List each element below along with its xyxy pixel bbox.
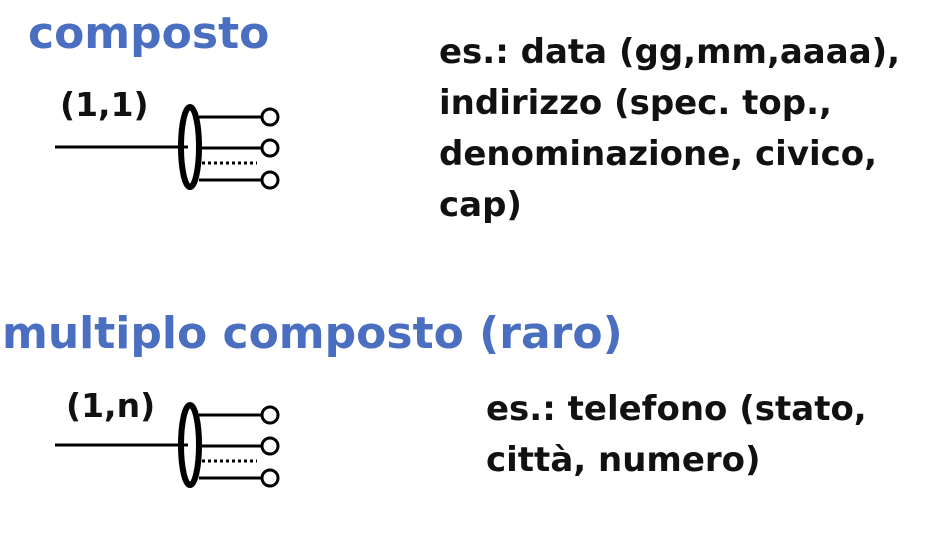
attribute-group-ellipse [178,104,202,190]
composite-attribute-symbol [55,104,280,190]
example-text-composto: es.: data (gg,mm,aaaa), indirizzo (spec.… [439,27,900,231]
example-line: es.: data (gg,mm,aaaa), [439,32,901,72]
example-line: es.: telefono (stato, [486,389,867,429]
cardinality-label: (1,n) [66,386,156,425]
example-line: denominazione, civico, [439,134,878,174]
example-line: città, numero) [486,440,761,480]
sub-attribute-circle [260,436,280,456]
attribute-group-ellipse [178,402,202,488]
example-text-multiplo: es.: telefono (stato, città, numero) [486,384,867,486]
multivalued-composite-attribute-symbol [55,402,280,488]
sub-attribute-circle [260,138,280,158]
sub-attribute-circle [260,405,280,425]
sub-attribute-circle [260,468,280,488]
sub-attribute-circle [260,170,280,190]
cardinality-label: (1,1) [60,85,149,124]
sub-attribute-circle [260,107,280,127]
example-line: cap) [439,185,522,225]
example-line: indirizzo (spec. top., [439,83,832,123]
heading-composto: composto [28,8,270,59]
heading-multiplo-composto: multiplo composto (raro) [2,308,623,359]
